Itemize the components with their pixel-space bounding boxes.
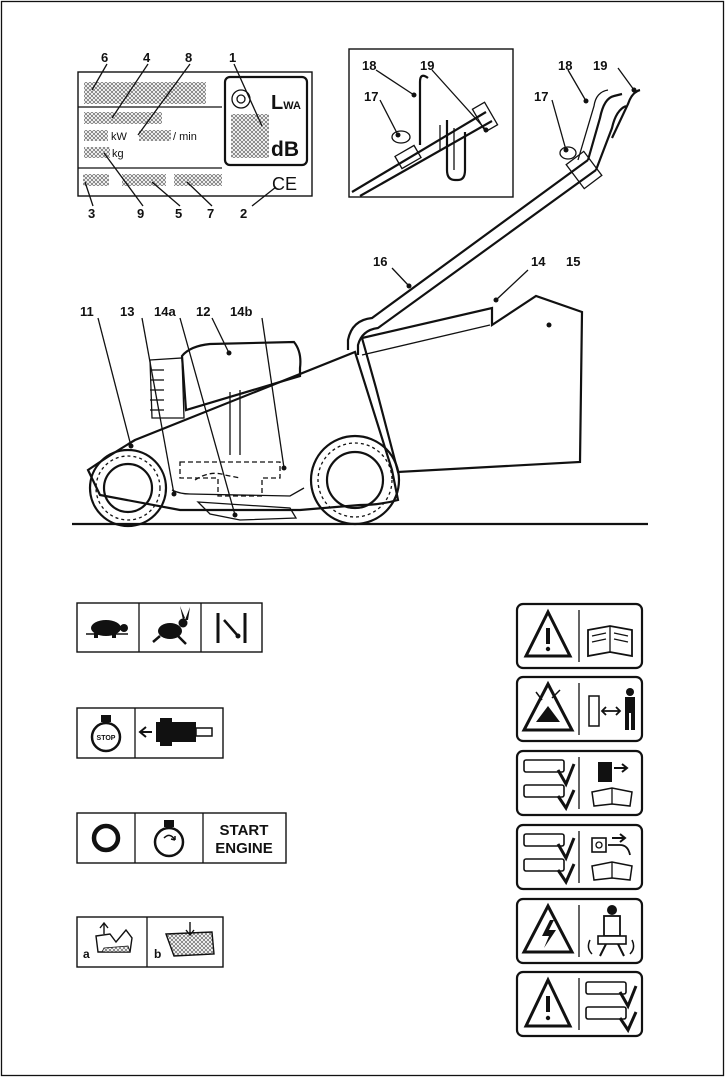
callout-1: 1 [229, 50, 236, 65]
field-7-placeholder [174, 174, 222, 186]
stop-symbols-row: STOP [77, 708, 223, 758]
front-wheel [90, 450, 166, 526]
handle-detail-inset: 18 19 17 [349, 49, 513, 197]
callout-18: 18 [558, 58, 572, 73]
mower-deck [88, 352, 398, 510]
callout-13: 13 [120, 304, 134, 319]
barrier-icon [589, 696, 599, 726]
grass-catcher-15 [362, 296, 582, 472]
callout-15: 15 [566, 254, 580, 269]
callout-14a: 14a [154, 304, 176, 319]
callout-12: 12 [196, 304, 210, 319]
speed-symbols-row [77, 603, 262, 652]
callout-19-inset: 19 [420, 58, 434, 73]
label-a: a [83, 947, 90, 961]
callout-11: 11 [80, 304, 94, 319]
callout-14b: 14b [230, 304, 252, 319]
lwa-value-placeholder [231, 114, 269, 158]
catcher-symbols-row: a b [77, 917, 223, 967]
rear-wheel [311, 436, 399, 524]
field-5-placeholder [122, 174, 166, 186]
stop-text: STOP [97, 735, 116, 742]
callout-8: 8 [185, 50, 192, 65]
callout-19: 19 [593, 58, 607, 73]
callout-3: 3 [88, 206, 95, 221]
callout-6: 6 [101, 50, 108, 65]
callout-5: 5 [175, 206, 182, 221]
label-kg: kg [112, 148, 124, 160]
callout-17-inset: 17 [364, 89, 378, 104]
safety-label-disconnect-power [517, 825, 642, 889]
field-rpm-placeholder [139, 130, 171, 141]
start-label: START [220, 822, 269, 839]
field-6-placeholder [84, 82, 206, 104]
safety-label-blade-warning [517, 972, 642, 1036]
callout-9: 9 [137, 206, 144, 221]
callout-7: 7 [207, 206, 214, 221]
field-3-placeholder [83, 174, 109, 186]
field-kw-placeholder [84, 130, 108, 141]
db-label: dB [271, 138, 299, 161]
rating-plate: kW / min kg LWA dB CE 6 4 8 1 3 9 5 [78, 50, 312, 221]
manual-book-icon [588, 626, 632, 656]
start-symbols-row: START ENGINE [77, 813, 286, 863]
safety-label-read-manual [517, 604, 642, 668]
label-per-min: / min [173, 131, 197, 143]
callout-14: 14 [531, 254, 546, 269]
engine-cover-12 [182, 342, 300, 410]
label-kw: kW [111, 131, 128, 143]
safety-label-electric-shock [517, 899, 642, 963]
callout-16: 16 [373, 254, 387, 269]
callout-17: 17 [534, 89, 548, 104]
callout-4: 4 [143, 50, 151, 65]
manual-book-small-icon-2 [592, 862, 632, 880]
ce-mark: CE [272, 174, 297, 194]
callout-18-inset: 18 [362, 58, 376, 73]
manual-book-small-icon [592, 788, 632, 806]
label-b: b [154, 947, 161, 961]
callout-2: 2 [240, 206, 247, 221]
engine-label: ENGINE [215, 840, 273, 857]
safety-label-keep-distance [517, 677, 642, 741]
safety-label-remove-spark-plug [517, 751, 642, 815]
